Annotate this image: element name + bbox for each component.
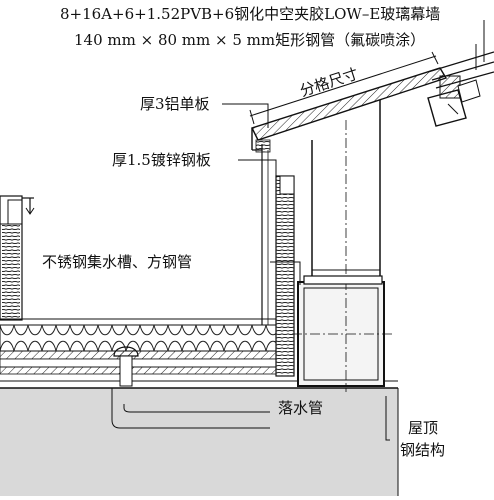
steel-tube-label: 140 mm × 80 mm × 5 mm矩形钢管（氟碳喷涂） <box>74 31 426 49</box>
curtain-wall-bracket <box>427 75 481 127</box>
roof-slab <box>0 380 399 496</box>
roof-structure-label-1: 屋顶 <box>408 419 439 437</box>
glass-curtain-wall-label: 8+16A+6+1.52PVB+6钢化中空夹胶LOW–E玻璃幕墙 <box>60 5 441 23</box>
grid-size-dimension <box>249 51 439 125</box>
right-wall <box>261 148 295 377</box>
leader-lines <box>222 20 485 441</box>
drain-downpipe <box>111 346 258 429</box>
gutter-steel-tube <box>292 275 394 392</box>
roof-insulation-layers <box>0 318 277 375</box>
downpipe-label: 落水管 <box>278 399 324 417</box>
roof-structure-label-2: 钢结构 <box>400 441 446 459</box>
galvanized-plate-label: 厚1.5镀锌钢板 <box>112 151 211 169</box>
steel-column <box>311 100 381 276</box>
left-parapet <box>0 195 35 321</box>
aluminum-panel-label: 厚3铝单板 <box>140 95 210 113</box>
gutter-label: 不锈钢集水槽、方钢管 <box>42 253 193 271</box>
